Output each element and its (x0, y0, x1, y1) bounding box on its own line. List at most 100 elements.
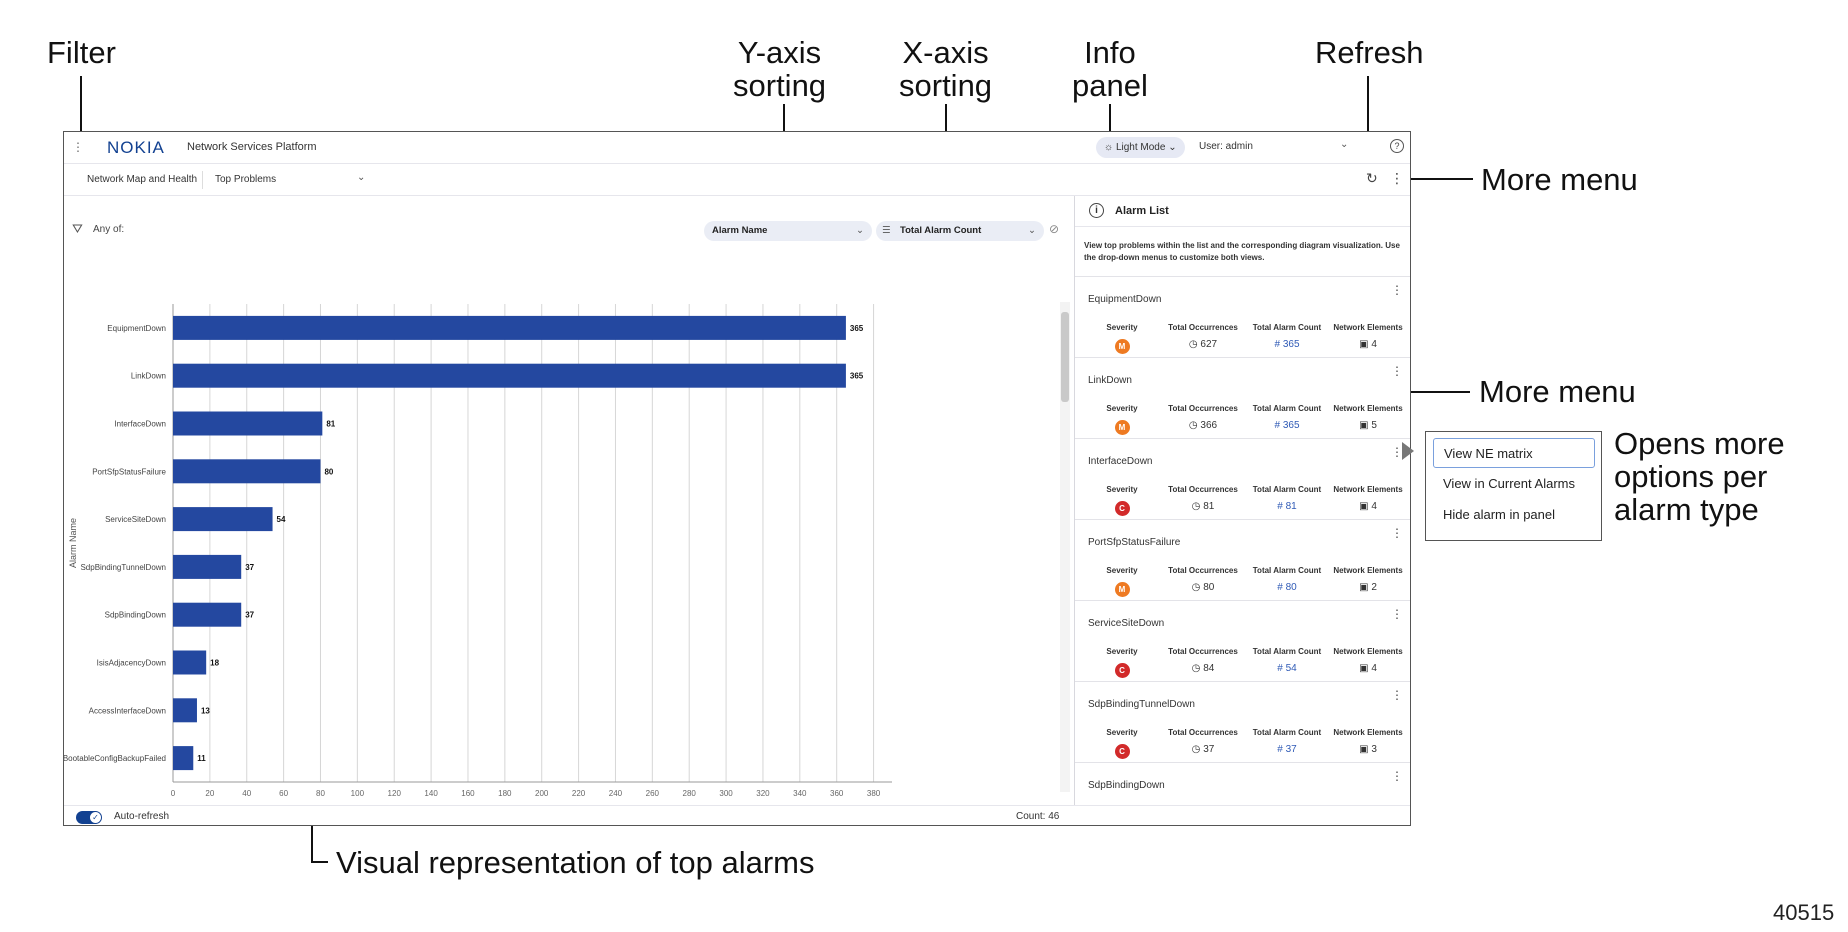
callout-y-axis-sorting: Y-axis sorting (733, 36, 826, 102)
chart-scrollbar-thumb[interactable] (1061, 312, 1069, 402)
light-mode-toggle[interactable]: ☼ Light Mode ⌄ (1096, 137, 1185, 158)
card-more-menu-icon[interactable]: ⋮ (1391, 688, 1403, 702)
occurrences-value: 366 (1200, 420, 1218, 431)
chart-scrollbar[interactable] (1060, 302, 1070, 792)
column-header: Total Occurrences (1168, 728, 1238, 737)
help-icon[interactable]: ? (1390, 139, 1404, 153)
alarm-count-cell[interactable]: # 365 (1250, 420, 1324, 431)
elements-value: 4 (1371, 501, 1377, 512)
menu-item-hide-alarm[interactable]: Hide alarm in panel (1443, 507, 1556, 522)
card-more-menu-icon[interactable]: ⋮ (1391, 445, 1403, 459)
category-label: InterfaceDown (114, 420, 166, 429)
filter-icon[interactable]: ⛛ (72, 221, 83, 236)
elements-value: 4 (1371, 339, 1377, 350)
alarm-count-value: 54 (1285, 663, 1297, 674)
occurrences-cell: ◷ 366 (1166, 420, 1240, 431)
x-tick-label: 380 (867, 789, 881, 798)
user-chevron-down-icon[interactable]: ⌄ (1340, 139, 1349, 150)
x-tick-label: 180 (498, 789, 512, 798)
network-element-icon: ▣ (1359, 582, 1372, 593)
hash-icon: # (1277, 582, 1286, 593)
bar-value-label: 54 (277, 515, 286, 524)
alarm-count-cell[interactable]: # 81 (1250, 501, 1324, 512)
occurrences-value: 627 (1200, 339, 1218, 350)
callout-opens-more: Opens more options per alarm type (1614, 427, 1785, 526)
y-axis-sort-select[interactable]: Alarm Name⌄ (704, 221, 872, 241)
bar (173, 746, 194, 771)
x-axis-sort-select[interactable]: ☰Total Alarm Count⌄ (876, 221, 1044, 241)
column-header: Severity (1106, 404, 1138, 413)
alarm-name: InterfaceDown (1088, 456, 1153, 467)
card-more-menu-icon[interactable]: ⋮ (1391, 769, 1403, 783)
callout-refresh: Refresh (1315, 35, 1424, 70)
callout-opens-line3: alarm type (1614, 492, 1759, 527)
alarm-count-value: 37 (1285, 744, 1297, 755)
refresh-icon[interactable]: ↻ (1366, 170, 1378, 186)
nsp-window: ⋮ NOKIA Network Services Platform ☼ Ligh… (63, 131, 1411, 826)
info-panel-title: Alarm List (1115, 205, 1169, 217)
user-menu[interactable]: User: admin (1199, 141, 1253, 152)
alarm-name: ServiceSiteDown (1088, 618, 1165, 629)
alarm-count-cell[interactable]: # 54 (1250, 663, 1324, 674)
x-tick-label: 80 (316, 789, 325, 798)
alarm-name: SdpBindingTunnelDown (1088, 699, 1195, 710)
info-icon: i (1089, 203, 1104, 218)
column-header: Total Alarm Count (1252, 404, 1322, 413)
clear-filter-icon[interactable]: ⊘ (1049, 222, 1060, 236)
filter-any-of-label: Any of: (93, 224, 125, 235)
card-more-menu-icon[interactable]: ⋮ (1391, 364, 1403, 378)
card-more-menu-icon[interactable]: ⋮ (1391, 607, 1403, 621)
alarm-count-cell[interactable]: # 37 (1250, 744, 1324, 755)
occurrences-value: 37 (1203, 744, 1215, 755)
bar-value-label: 365 (850, 372, 864, 381)
menu-item-view-in-current-alarms[interactable]: View in Current Alarms (1443, 476, 1575, 491)
occurrences-cell: ◷ 80 (1166, 582, 1240, 593)
hash-icon: # (1274, 339, 1283, 350)
severity-cell: C (1095, 663, 1149, 678)
footer-bar: ✓ Auto-refresh Count: 46 (64, 805, 1410, 825)
bar (173, 507, 273, 532)
x-tick-label: 260 (646, 789, 660, 798)
view-chevron-down-icon[interactable]: ⌄ (357, 172, 366, 183)
auto-refresh-toggle[interactable]: ✓ (76, 811, 102, 824)
alarm-options-dropdown: View NE matrix View in Current Alarms Hi… (1425, 431, 1602, 541)
more-menu-icon[interactable]: ⋮ (1390, 170, 1404, 186)
column-header: Severity (1106, 485, 1138, 494)
network-elements-cell: ▣ 4 (1328, 501, 1408, 512)
alarm-count-cell[interactable]: # 365 (1250, 339, 1324, 350)
x-tick-label: 220 (572, 789, 586, 798)
category-label: PortSfpStatusFailure (92, 467, 166, 476)
view-select[interactable]: Top Problems (215, 174, 277, 185)
alarm-count-cell[interactable]: # 80 (1250, 582, 1324, 593)
app-menu-icon[interactable]: ⋮ (72, 140, 84, 154)
menu-item-view-ne-matrix[interactable]: View NE matrix (1433, 438, 1595, 468)
category-label: SdpBindingTunnelDown (80, 563, 166, 572)
breadcrumb[interactable]: Network Map and Health (87, 174, 198, 185)
timer-icon: ◷ (1191, 501, 1204, 512)
alarm-name: LinkDown (1088, 375, 1132, 386)
alarm-count: Count: 46 (1016, 811, 1060, 822)
card-more-menu-icon[interactable]: ⋮ (1391, 283, 1403, 297)
category-label: LinkDown (131, 372, 166, 381)
info-panel-description: View top problems within the list and th… (1084, 241, 1400, 262)
severity-badge: C (1114, 501, 1130, 516)
severity-cell: C (1095, 744, 1149, 759)
callout-info-line1: Info (1084, 35, 1136, 70)
x-tick-label: 40 (242, 789, 251, 798)
bar (173, 459, 321, 484)
hash-icon: # (1277, 744, 1286, 755)
severity-badge: C (1114, 744, 1130, 759)
bar (173, 650, 207, 675)
occurrences-value: 81 (1203, 501, 1215, 512)
severity-cell: C (1095, 501, 1149, 516)
elements-value: 3 (1371, 744, 1377, 755)
card-more-menu-icon[interactable]: ⋮ (1391, 526, 1403, 540)
